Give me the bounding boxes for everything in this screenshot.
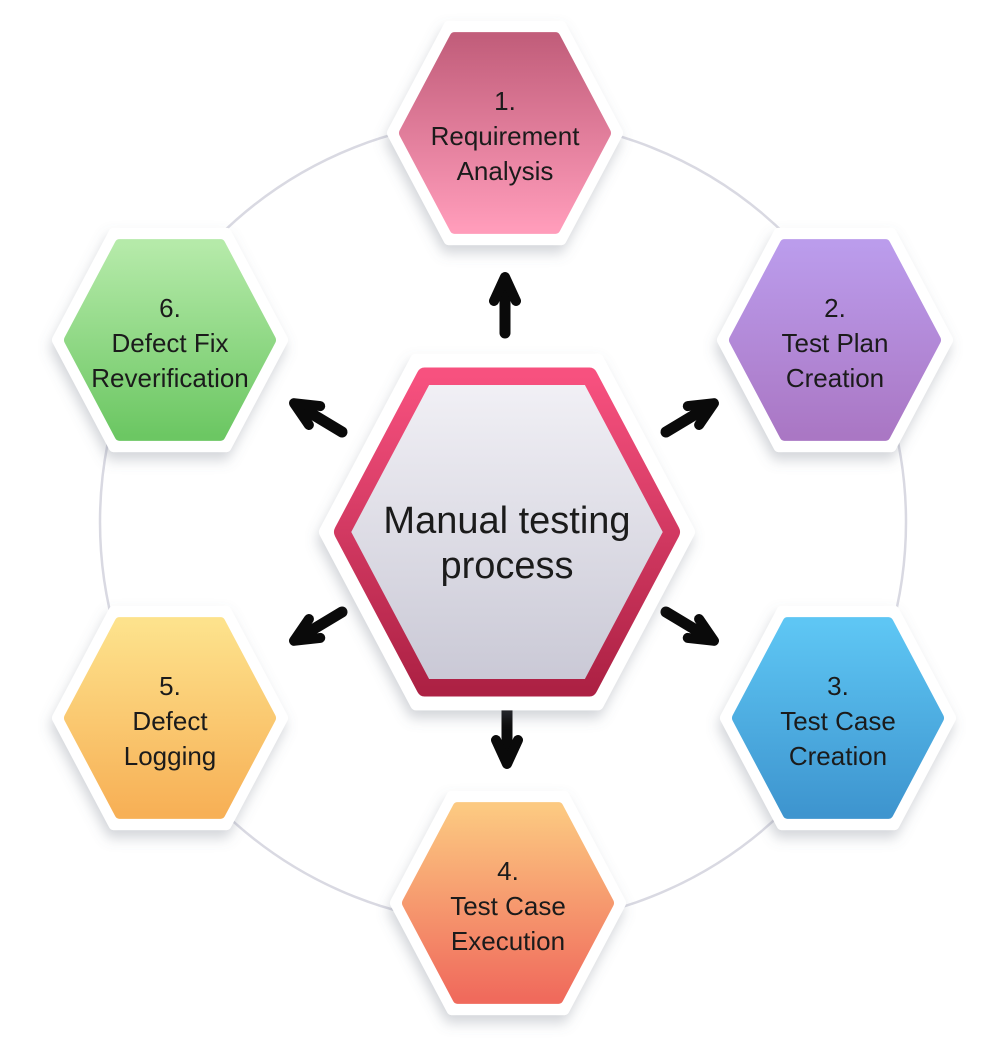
arrow-to-defect-fix-reverification bbox=[288, 394, 347, 442]
node-label-line1: Test Case bbox=[450, 891, 566, 921]
node-label-line1: Requirement bbox=[431, 121, 581, 151]
arrow-to-requirement-analysis bbox=[494, 277, 516, 333]
node-number: 2. bbox=[824, 293, 846, 323]
node-label-line2: Analysis bbox=[457, 156, 554, 186]
diagram-title-line1: Manual testing bbox=[383, 500, 630, 542]
node-label-line2: Logging bbox=[124, 741, 217, 771]
arrow-to-test-case-execution bbox=[496, 708, 518, 764]
node-number: 4. bbox=[497, 856, 519, 886]
node-label-line2: Reverification bbox=[91, 363, 249, 393]
node-label-line2: Execution bbox=[451, 926, 565, 956]
node-number: 1. bbox=[494, 86, 516, 116]
node-label-line2: Creation bbox=[789, 741, 887, 771]
node-number: 5. bbox=[159, 671, 181, 701]
node-test-case-execution: 4. Test Case Execution bbox=[395, 796, 621, 1009]
node-label-line1: Defect bbox=[132, 706, 208, 736]
node-requirement-analysis: 1. Requirement Analysis bbox=[392, 26, 618, 239]
node-label-line1: Defect Fix bbox=[111, 328, 228, 358]
node-number: 6. bbox=[159, 293, 181, 323]
node-number: 3. bbox=[827, 671, 849, 701]
node-defect-fix-reverification: 6. Defect Fix Reverification bbox=[57, 233, 283, 446]
arrow-to-defect-logging bbox=[288, 603, 347, 651]
node-defect-logging: 5. Defect Logging bbox=[57, 611, 283, 824]
diagram-title-line2: process bbox=[440, 545, 573, 587]
node-label-line2: Creation bbox=[786, 363, 884, 393]
arrow-to-test-case-creation bbox=[660, 603, 719, 651]
node-test-plan-creation: 2. Test Plan Creation bbox=[722, 233, 948, 446]
node-test-case-creation: 3. Test Case Creation bbox=[725, 611, 951, 824]
node-center-title: Manual testing process bbox=[325, 360, 689, 704]
node-label-line1: Test Case bbox=[780, 706, 896, 736]
nodes-group: 1. Requirement Analysis 2. Test Plan Cre… bbox=[57, 26, 951, 1009]
arrow-to-test-plan-creation bbox=[660, 394, 719, 442]
node-label-line1: Test Plan bbox=[782, 328, 889, 358]
